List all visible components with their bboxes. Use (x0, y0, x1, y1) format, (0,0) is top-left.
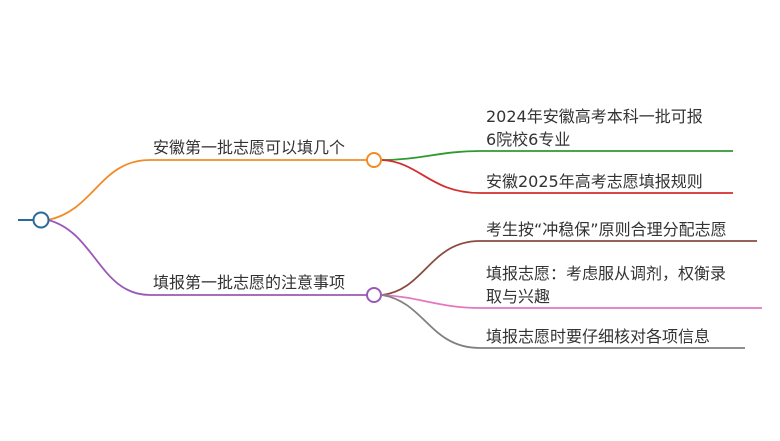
leaf-text: 填报志愿：考虑服从调剂，权衡录 取与兴趣 (486, 262, 726, 308)
connector-branch2-leaf2 (381, 294, 762, 309)
leaf-text: 考生按“冲稳保”原则合理分配志愿 (486, 218, 727, 241)
connector-root-branch1 (47, 159, 367, 221)
leaf-line: 6院校6专业 (486, 130, 571, 149)
leaf-line: 填报志愿时要仔细核对各项信息 (486, 327, 711, 346)
branch1-label: 安徽第一批志愿可以填几个 (153, 138, 346, 157)
leaf-line: 考生按“冲稳保”原则合理分配志愿 (486, 220, 727, 239)
connector-branch2-leaf3 (381, 294, 745, 349)
leaf-line: 填报志愿：考虑服从调剂，权衡录 (486, 264, 727, 283)
leaf-text: 填报志愿时要仔细核对各项信息 (486, 325, 710, 348)
connector-branch2-leaf1 (381, 240, 757, 296)
connector-root-branch2 (47, 219, 367, 296)
leaf-line: 取与兴趣 (486, 287, 551, 306)
branch2-label: 填报第一批志愿的注意事项 (153, 273, 346, 292)
leaf-text: 安徽2025年高考志愿填报规则 (486, 170, 703, 193)
branch1-node[interactable] (366, 152, 382, 168)
leaf-text: 2024年安徽高考本科一批可报 6院校6专业 (486, 105, 703, 151)
branch2-node[interactable] (366, 287, 382, 303)
leaf-line: 安徽2025年高考志愿填报规则 (486, 172, 703, 191)
leaf-line: 2024年安徽高考本科一批可报 (486, 107, 703, 126)
connector-branch1-leaf2 (381, 159, 733, 194)
connector-branch1-leaf1 (381, 150, 733, 161)
root-node[interactable] (32, 211, 50, 229)
